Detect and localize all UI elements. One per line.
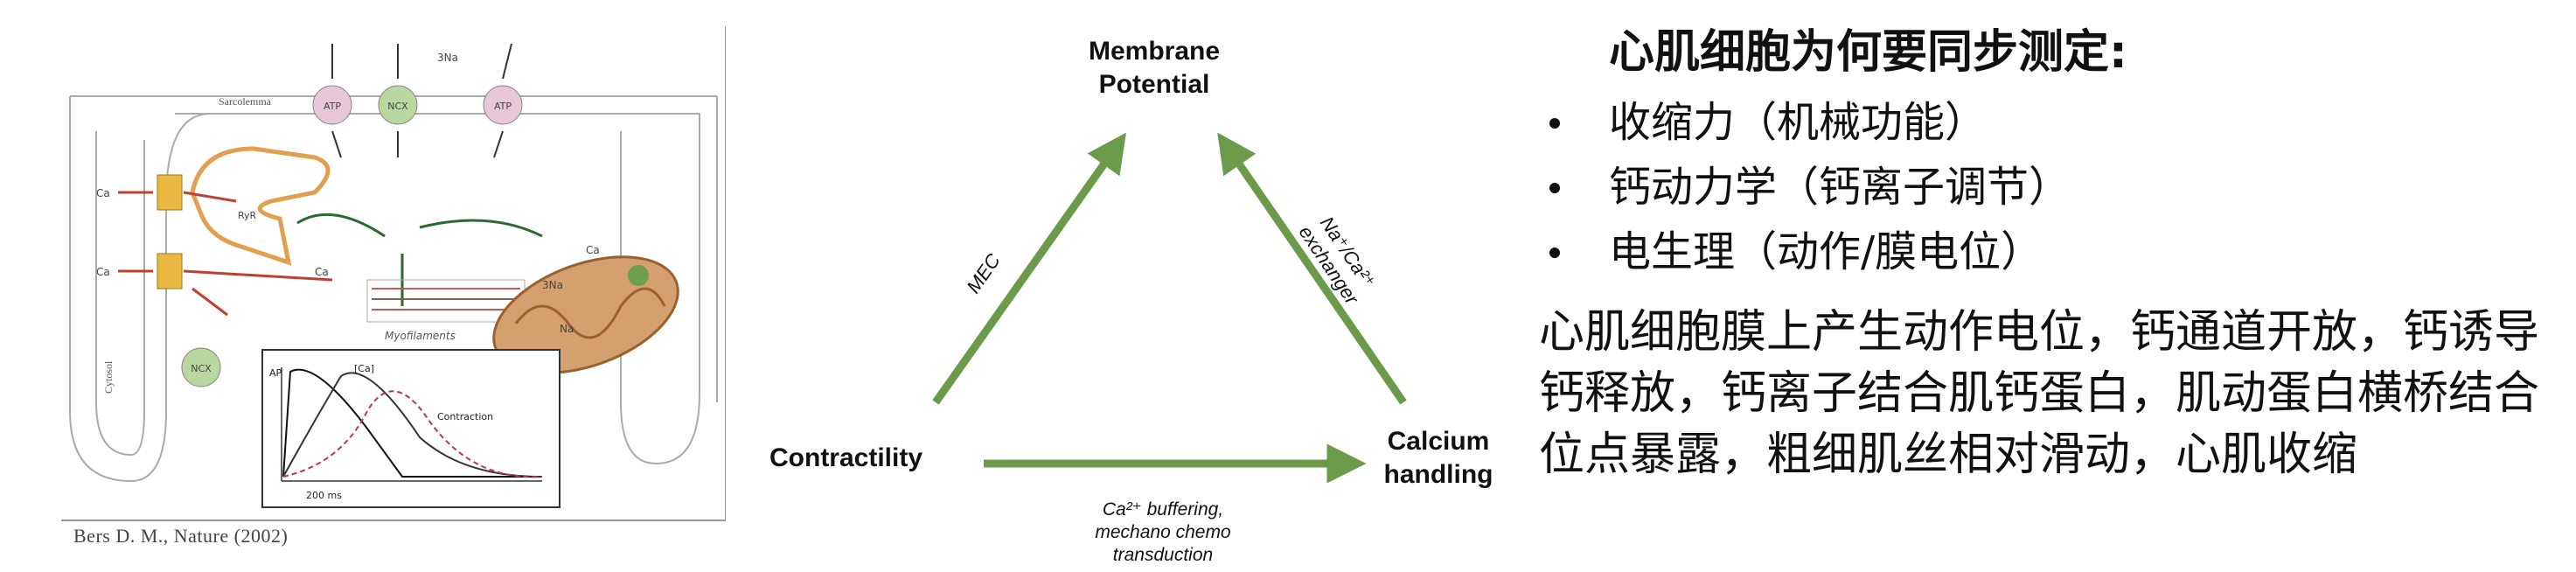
bullet-text: 电生理（动作/膜电位） xyxy=(1609,227,2043,276)
ca-label: Ca xyxy=(96,187,110,199)
inset-contraction-label: Contraction xyxy=(437,411,493,422)
bullet-text: 收缩力（机械功能） xyxy=(1609,98,1988,147)
edge-buffering-line1: Ca²⁺ buffering, xyxy=(1102,499,1224,520)
ncx-label: NCX xyxy=(387,101,408,112)
edge-buffering-line2: mechano chemo xyxy=(1095,522,1231,542)
inset-ap-label: AP xyxy=(269,367,282,379)
node-membrane-line2: Potential xyxy=(1098,70,1210,99)
inset-time-label: 200 ms xyxy=(306,490,342,501)
arrow-exchanger xyxy=(1217,132,1407,405)
ncx-lower-label: NCX xyxy=(191,363,212,374)
mitochondrion-icon xyxy=(492,255,679,374)
inset-ca-label: [Ca] xyxy=(354,363,374,374)
mito-na-label: Na xyxy=(560,323,574,335)
triangle-arrows xyxy=(932,132,1407,484)
atp-pump-icon xyxy=(483,85,523,125)
bullet-dot-icon xyxy=(1549,118,1560,129)
node-calcium-handling: Calcium handling xyxy=(1364,425,1513,492)
ca-label: Ca xyxy=(315,266,329,278)
explanation-paragraph: 心肌细胞膜上产生动作电位，钙通道开放，钙诱导钙释放，钙离子结合肌钙蛋白，肌动蛋白… xyxy=(1539,306,2540,481)
myofilaments-icon xyxy=(366,279,526,323)
na-label-top: 3Na xyxy=(437,52,458,64)
mito-ca-label: Ca xyxy=(586,244,600,256)
ncx-lower-icon xyxy=(181,347,221,387)
ca-channel-icon xyxy=(157,174,183,211)
bullet-text: 钙动力学（钙离子调节） xyxy=(1609,163,2071,212)
ryr-label: RyR xyxy=(238,210,257,221)
atpase-pump-icon xyxy=(312,85,352,125)
node-calcium-line1: Calcium xyxy=(1387,427,1490,456)
mito-na-label: 3Na xyxy=(542,279,563,291)
triangle-diagram: Membrane Potential Contractility Calcium… xyxy=(752,17,1539,569)
edge-buffering-line3: transduction xyxy=(1112,545,1214,565)
section-heading: 心肌细胞为何要同步测定: xyxy=(1609,26,2127,79)
node-membrane-line1: Membrane xyxy=(1088,37,1221,66)
ca-label: Ca xyxy=(96,266,110,278)
sarcolemma-label: Sarcolemma xyxy=(219,95,272,108)
inset-plot: AP [Ca] Contraction 200 ms xyxy=(261,349,560,508)
node-contractility: Contractility xyxy=(769,443,923,472)
node-calcium-line2: handling xyxy=(1383,460,1493,489)
atpase-label: ATP xyxy=(324,101,341,112)
edge-label-buffering: Ca²⁺ buffering, mechano chemo transducti… xyxy=(1049,499,1277,567)
arrow-mec xyxy=(932,132,1126,405)
myofilaments-label: Myofilaments xyxy=(385,330,456,342)
cytosol-label: Cytosol xyxy=(102,360,115,394)
bullet-dot-icon xyxy=(1549,183,1560,193)
bullet-dot-icon xyxy=(1549,248,1560,258)
atp-label: ATP xyxy=(494,101,512,112)
ncx-exchanger-icon xyxy=(378,85,418,125)
node-membrane-potential: Membrane Potential xyxy=(1067,35,1242,101)
cardiomyocyte-figure: Sarcolemma Cytosol ATP NCX 3Na ATP Ca Ca… xyxy=(52,26,726,525)
ca-channel-icon xyxy=(157,253,183,289)
figure-credit: Bers D. M., Nature (2002) xyxy=(73,525,289,547)
cardiomyocyte-drawing: Sarcolemma Cytosol ATP NCX 3Na ATP Ca Ca… xyxy=(61,26,726,521)
